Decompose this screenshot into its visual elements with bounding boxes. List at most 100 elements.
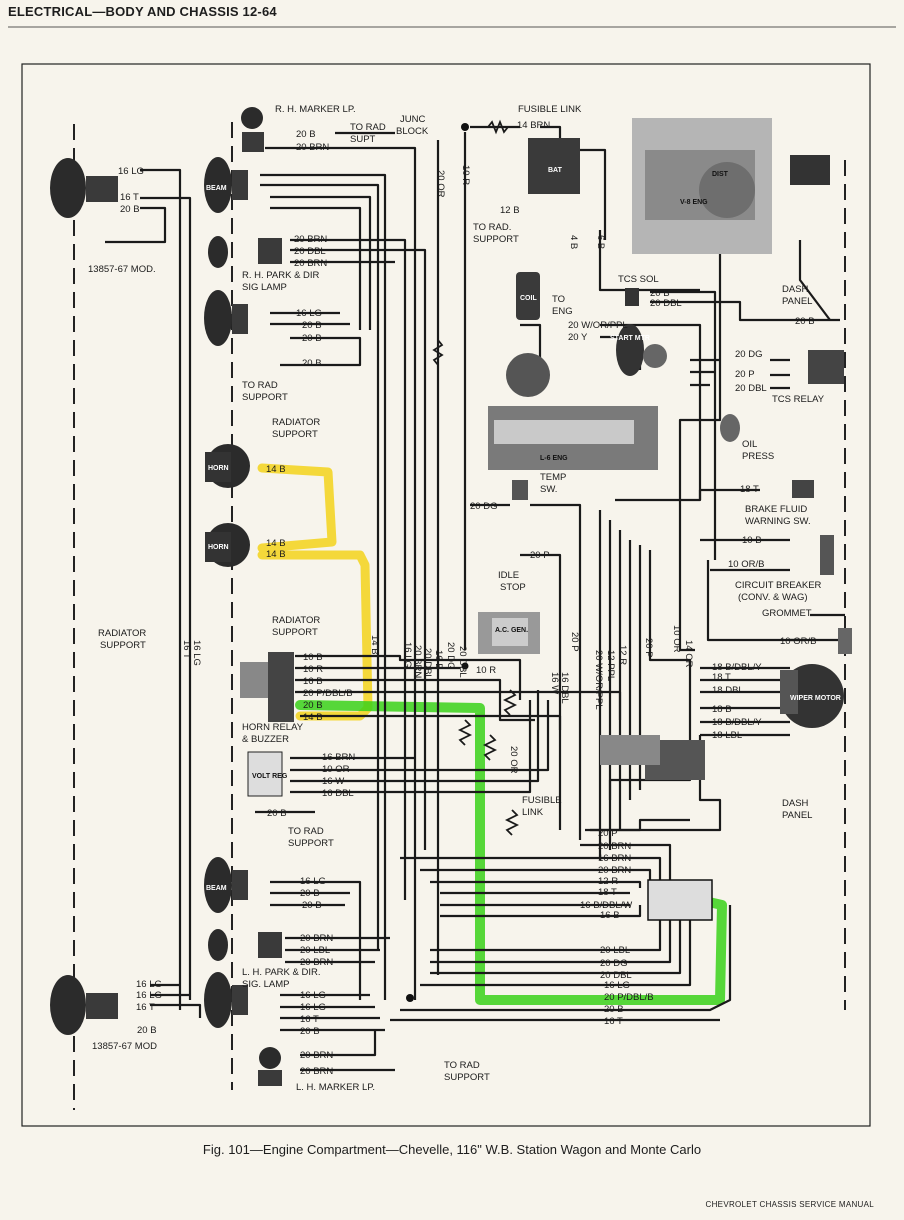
wire-label: 20 DG	[445, 642, 456, 669]
wire-label: 16 B/DBL/W	[580, 900, 632, 911]
label-fusible-link-mid-2: LINK	[522, 807, 544, 818]
wire-label: 10 OR/B	[780, 636, 816, 647]
wire-label: 16 W	[322, 776, 344, 787]
wire-label: 14 B	[266, 549, 286, 560]
tcs-solenoid	[625, 288, 639, 306]
label-ac-gen: A.C. GEN.	[495, 627, 528, 634]
label-oil-press-1: OIL	[742, 439, 757, 450]
wire-label: 20 B	[604, 1004, 624, 1015]
wire-label: 14 BRN	[517, 120, 550, 131]
wire-label: 20 LBL	[600, 945, 630, 956]
label-beam-lh: BEAM	[206, 885, 227, 892]
voltage-regulator	[247, 751, 283, 797]
wire-label: 20 BRN	[598, 841, 631, 852]
wire-label: 14 B	[303, 712, 323, 723]
starter-motor	[616, 324, 667, 376]
wire-label: 10 OR/B	[728, 559, 764, 570]
label-radiator-support-b1: RADIATOR	[272, 615, 320, 626]
label-to-rad-support-c2: SUPPORT	[288, 838, 334, 849]
page-header: ELECTRICAL—BODY AND CHASSIS 12-64	[8, 4, 277, 19]
wire-label: 20 BRN	[300, 957, 333, 968]
lh-headlamp-left	[50, 975, 118, 1035]
wire-label: 14 OR	[683, 640, 694, 668]
label-to-rad-support-c1: TO RAD	[288, 826, 324, 837]
wire-label: 12 B	[500, 205, 520, 216]
label-l6-eng: L-6 ENG	[540, 455, 568, 462]
wire-label: 20 P	[530, 550, 550, 561]
label-to-rad-support-b1: TO RAD.	[473, 222, 511, 233]
wire-label: 20 BRN	[300, 933, 333, 944]
wiper-motor	[780, 664, 844, 728]
wire-label: 16 B	[303, 676, 323, 687]
label-v8-eng: V-8 ENG	[680, 199, 708, 206]
wire-label: 12 PPL	[605, 650, 616, 681]
wire-label: 20 B	[300, 1026, 320, 1037]
wire-label: 16 BRN	[322, 752, 355, 763]
rh-lo-beam	[204, 290, 248, 346]
wire-label: 16 T	[300, 1014, 319, 1025]
label-lh-marker: L. H. MARKER LP.	[296, 1082, 375, 1093]
wire-label: 20 OR	[435, 170, 446, 198]
resistor-symbols	[432, 119, 520, 836]
wire-label: 4 B	[568, 235, 579, 249]
label-radiator-support-a1: RADIATOR	[272, 417, 320, 428]
wire-label: 20 OR	[508, 746, 519, 774]
label-grommet: GROMMET	[762, 608, 812, 619]
wire-label: 10 OR	[671, 625, 682, 653]
wire-label: 16 DBL	[322, 788, 354, 799]
label-bat: BAT	[548, 167, 563, 174]
label-temp-sw-1: TEMP	[540, 472, 566, 483]
label-junc-block-1: JUNC	[400, 114, 425, 125]
label-volt-reg: VOLT REG	[252, 773, 288, 780]
lh-lo-beam	[204, 972, 248, 1028]
wire-label: 20 B	[303, 700, 323, 711]
wire-label: 20 B	[300, 888, 320, 899]
circuit-breaker	[820, 535, 834, 575]
label-dist: DIST	[712, 171, 729, 178]
label-to-rad-support-d2: SUPPORT	[444, 1072, 490, 1083]
wire-label: 18 T	[740, 484, 759, 495]
wire-label: 20 W/OR/PPL	[568, 320, 628, 331]
label-temp-sw-2: SW.	[540, 484, 557, 495]
wire-label: 20 BRN	[300, 1066, 333, 1077]
wire-label: 20 DBL	[735, 383, 767, 394]
wire-label: 18 LBL	[712, 730, 742, 741]
label-to-rad-supt2: SUPT	[350, 134, 376, 145]
l6-engine-block	[488, 406, 658, 470]
wire-label: 14 B	[266, 464, 286, 475]
rh-headlamp-left	[50, 158, 118, 218]
label-starter: START MTR	[610, 335, 650, 342]
wire-label: 20 B	[302, 333, 322, 344]
wire-label: 10 R	[460, 165, 471, 185]
wire-label: 20 P/DBL/B	[604, 992, 654, 1003]
wire-label: 20 LBL	[300, 945, 330, 956]
label-horn-relay-1: HORN RELAY	[242, 722, 304, 733]
label-to-rad-support-a1: TO RAD	[242, 380, 278, 391]
wire-label: 20 B	[302, 900, 322, 911]
label-horn-relay-2: & BUZZER	[242, 734, 289, 745]
wire-label: 20 P/DBL/B	[303, 688, 353, 699]
distributor	[506, 353, 550, 397]
wire-label: 20 B	[296, 129, 316, 140]
wire-label: 16 T	[136, 1002, 155, 1013]
wire-label: 16 LG	[136, 990, 162, 1001]
wire-label: 16 LG	[402, 642, 413, 668]
junction-connector	[600, 735, 705, 780]
label-to-rad-support-b2: SUPPORT	[473, 234, 519, 245]
wire-label: 20 DBL	[294, 246, 326, 257]
horn-relay-buzzer	[240, 652, 294, 722]
label-lh-park-2: SIG. LAMP	[242, 979, 290, 990]
wire-label: 16 LG	[191, 640, 202, 666]
alternator	[478, 612, 540, 654]
battery	[528, 138, 580, 194]
splice-dots	[406, 123, 469, 1002]
tcs-relay	[808, 350, 844, 384]
wire-label: 20 P	[643, 638, 654, 658]
wire-label: 20 DBL	[650, 298, 682, 309]
label-tcs-sol: TCS SOL	[618, 274, 659, 285]
wire-label: 20 BRN	[412, 645, 423, 678]
label-fusible-link-top: FUSIBLE LINK	[518, 104, 582, 115]
wire-label: 18 T	[712, 672, 731, 683]
